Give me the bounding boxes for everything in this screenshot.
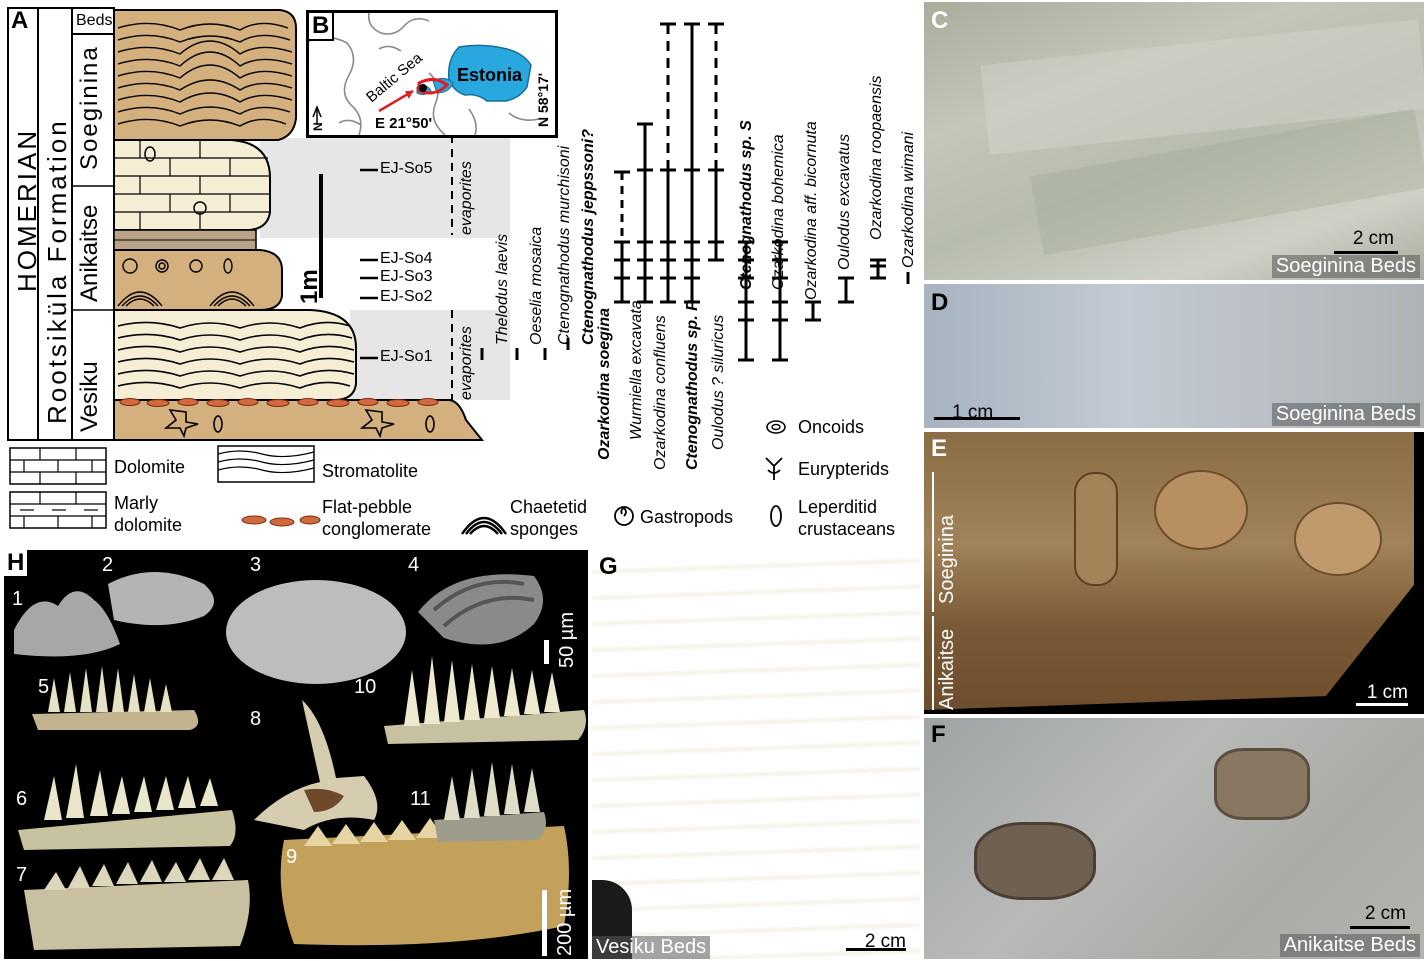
photo-f-caption: Anikaitse Beds [1280,934,1420,957]
taxon-label: Ozarkodina roopaensis [868,75,886,240]
taxon-label: Ozarkodina bohemica [770,134,788,290]
photo-e-label-up: Soeginina [936,515,959,604]
taxon-label: Ozarkodina soegina [596,308,614,460]
panel-c-label: C [928,8,951,34]
photo-c-caption: Soeginina Beds [1272,255,1420,278]
scale-large: 200 µm [554,889,577,956]
legend-eurypterids: Eurypterids [798,458,889,480]
evaporite-lines [446,135,458,405]
photo-d-scale: 1 cm [952,402,993,424]
scale-1m: 1m [296,269,324,304]
panel-d-label: D [928,290,951,316]
photo-e: E Soeginina Anikaitse 1 cm [924,432,1424,714]
panel-e-label: E [928,436,950,462]
legend-chaetetid: Chaetetid sponges [510,496,587,540]
legend-flatpebble: Flat-pebble conglomerate [322,496,431,540]
panel-g-label: G [596,554,621,580]
photo-g: G Vesiku Beds 2 cm [592,550,920,959]
sample-ticks [290,160,380,370]
photo-e-scale: 1 cm [1367,682,1408,704]
formation-label: Rootsiküla Formation [42,118,73,424]
stage-label: HOMERIAN [12,128,43,292]
photo-f: F Anikaitse Beds 2 cm [924,718,1424,959]
photo-f-scale: 2 cm [1365,903,1406,925]
scale-small: 50 µm [556,612,579,668]
taxon-label: Oeselia mosaica [528,227,546,345]
panel-h: H [4,550,588,959]
taxon-label: Oulodus ? siluricus [710,315,728,450]
legend-stromatolite: Stromatolite [322,460,418,482]
beds-header: Beds [76,12,112,30]
photo-c-scale: 2 cm [1353,228,1394,250]
photo-g-caption: Vesiku Beds [592,936,710,959]
sample-so1: EJ-So1 [380,348,432,366]
bed-soeginina: Soeginina [76,45,104,170]
legend-dolomite: Dolomite [114,456,185,478]
photo-e-arrow-up [932,472,934,612]
specimen-num: 10 [354,676,376,699]
taxon-label: Ctenognathodus murchisoni [556,146,574,345]
map-lat: N 58°17' [535,73,551,127]
panel-b-map: B Baltic Sea Estonia E 21°50' N 58°17' N [306,10,558,138]
taxon-label: Ozarkodina wimani [900,132,918,268]
oncoid-icon [764,418,788,436]
taxon-label: Ctenognathodus sp. S [738,120,756,290]
conodont-specimens [4,550,588,959]
bed-anikaitse: Anikaitse [76,205,104,302]
taxon-label: Wurmiella excavata [628,300,646,440]
legend-leperditid: Leperditid crustaceans [798,496,895,540]
specimen-num: 2 [102,554,113,577]
photo-d-caption: Soeginina Beds [1272,403,1420,426]
legend-gastropods: Gastropods [640,506,733,528]
specimen-num: 11 [410,788,431,811]
sample-so5: EJ-So5 [380,160,432,178]
photo-f-scalebar [1350,926,1410,929]
sample-so4: EJ-So4 [380,250,432,268]
photo-e-scalebar [1356,703,1408,706]
panel-f-label: F [928,722,949,748]
specimen-num: 9 [286,846,297,869]
specimen-num: 8 [250,708,261,731]
legend-marly: Marly dolomite [114,492,182,536]
specimen-num: 7 [16,864,27,887]
specimen-num: 6 [16,788,27,811]
photo-c-scalebar [1334,251,1398,254]
panel-b-label: B [309,13,334,41]
bed-vesiku: Vesiku [76,361,104,432]
photo-c: C Soeginina Beds 2 cm [924,2,1424,280]
photo-d: D Soeginina Beds 1 cm [924,284,1424,428]
sample-so3: EJ-So3 [380,268,432,286]
specimen-num: 5 [38,676,49,699]
sample-so2: EJ-So2 [380,288,432,306]
taxon-label: Oulodus excavatus [836,134,854,270]
map-lon: E 21°50' [375,115,432,132]
specimen-num: 4 [408,554,419,577]
taxon-label: Thelodus laevis [494,234,512,345]
photo-e-arrow-down [932,616,934,710]
legend-oncoids: Oncoids [798,416,864,438]
specimen-num: 1 [12,588,23,611]
taxon-label: Ozarkodina aff. bicornuta [803,121,821,300]
photo-d-scalebar [934,417,1020,420]
map-north: N [311,122,325,131]
photo-e-label-down: Anikaitse [936,629,959,710]
map-country-label: Estonia [457,65,522,86]
specimen-num: 3 [250,554,261,577]
photo-g-scalebar [846,948,906,951]
